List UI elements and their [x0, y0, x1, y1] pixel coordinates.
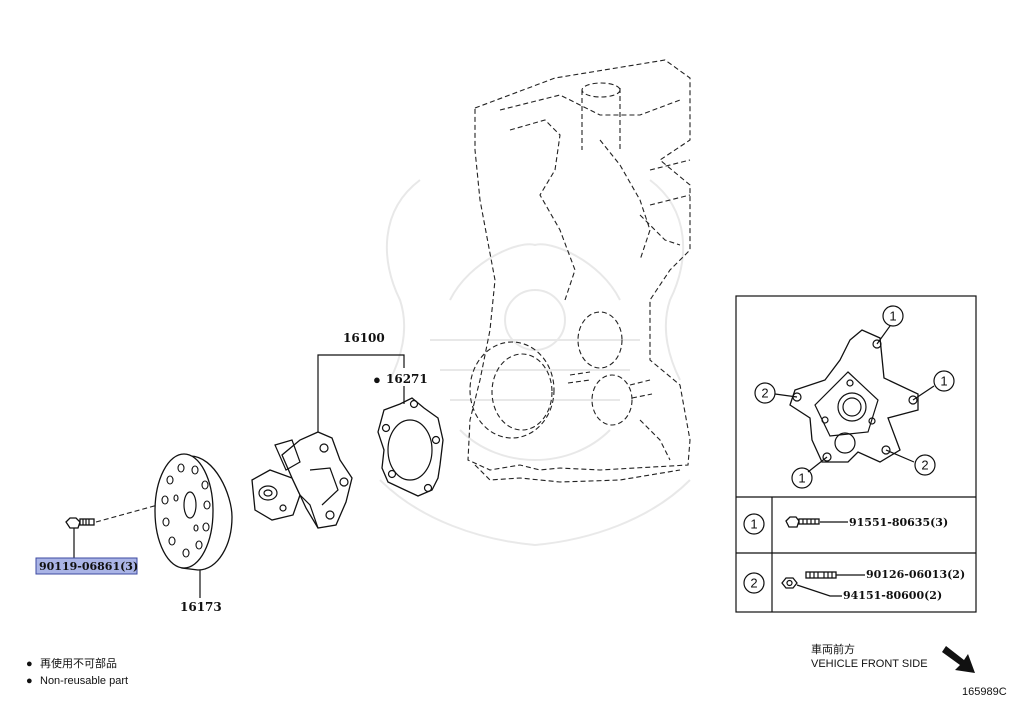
- detail-panel: [735, 295, 977, 613]
- callout-2-left: 2: [754, 382, 776, 404]
- detail-row-2-index: 2: [743, 572, 765, 594]
- legend-en: Non-reusable part: [40, 675, 128, 687]
- figure-code: 165989C: [962, 686, 1007, 698]
- assy-bracket: [317, 354, 405, 432]
- water-pump-gasket: [377, 397, 444, 497]
- gasket-label[interactable]: 16271: [386, 372, 428, 386]
- pulley-label[interactable]: 16173: [180, 600, 222, 614]
- legend-bullet-en: ●: [26, 675, 33, 687]
- svg-text:2: 2: [921, 458, 928, 473]
- legend-bullet-jp: ●: [26, 658, 33, 670]
- water-pump-pulley: [154, 453, 233, 598]
- water-pump-assy-label[interactable]: 16100: [343, 331, 385, 345]
- pulley-bolt: [65, 517, 95, 558]
- nut-94151-icon: [781, 577, 798, 589]
- legend-jp: 再使用不可部品: [40, 656, 117, 670]
- bolt-axis-dashed-line: [95, 499, 177, 523]
- direction-jp: 車両前方: [811, 642, 855, 656]
- nut-94151-label[interactable]: 94151-80600(2): [843, 589, 942, 602]
- stud-bolt-90126-label[interactable]: 90126-06013(2): [866, 568, 965, 581]
- svg-text:1: 1: [940, 374, 947, 389]
- gasket-bullet: ●: [373, 372, 381, 387]
- callout-1-bottom: 1: [791, 467, 813, 489]
- callout-1-top: 1: [882, 305, 904, 327]
- svg-text:1: 1: [750, 517, 757, 532]
- detail-row-1-index: 1: [743, 513, 765, 535]
- svg-text:2: 2: [761, 386, 768, 401]
- bolt-91551-icon: [785, 516, 820, 528]
- callout-2-bottom: 2: [914, 454, 936, 476]
- watermark-logo: [379, 179, 691, 547]
- engine-block-outline: [467, 59, 691, 483]
- water-pump-assembly: [251, 431, 353, 529]
- pulley-bolt-label-highlight[interactable]: [35, 557, 138, 575]
- svg-text:1: 1: [889, 309, 896, 324]
- pulley-bolt-label[interactable]: 90119-06861(3): [39, 560, 138, 573]
- stud-bolt-90126-icon: [805, 571, 837, 579]
- front-arrow-icon: [942, 646, 975, 673]
- row2-leader-b: [796, 584, 842, 597]
- direction-en: VEHICLE FRONT SIDE: [811, 658, 928, 670]
- svg-text:1: 1: [798, 471, 805, 486]
- bolt-91551-label[interactable]: 91551-80635(3): [849, 516, 948, 529]
- svg-text:2: 2: [750, 576, 757, 591]
- callout-1-right: 1: [933, 370, 955, 392]
